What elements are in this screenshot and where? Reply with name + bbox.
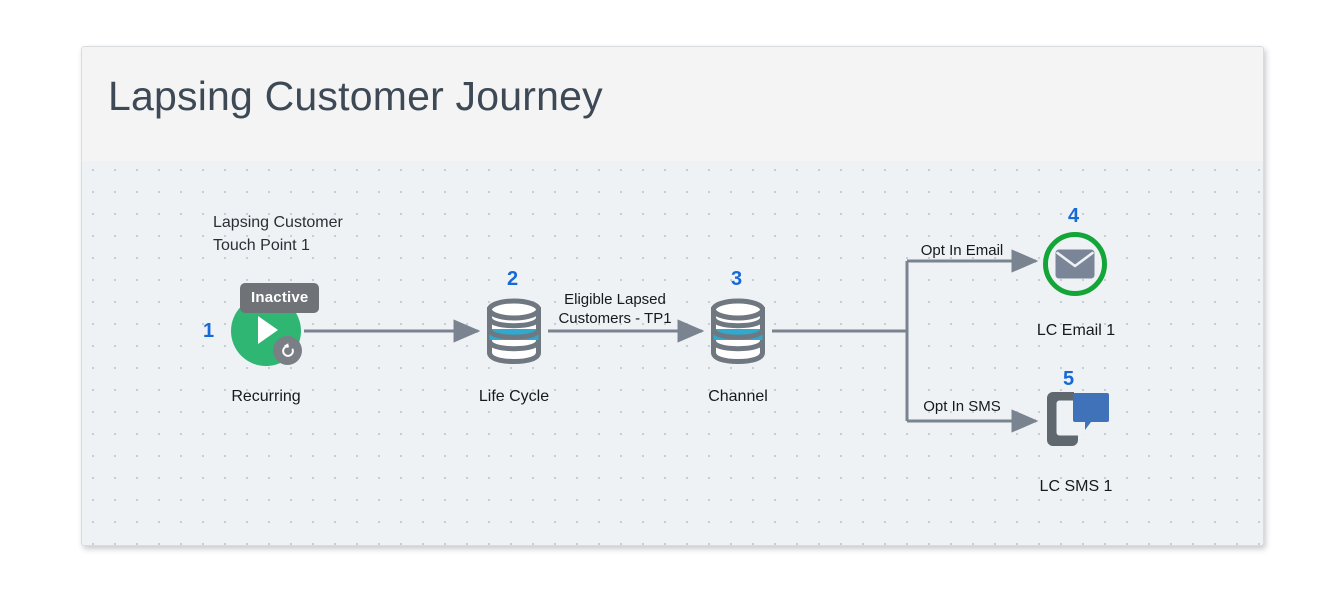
node-label-channel: Channel [708, 388, 768, 405]
node-label-lc-sms: LC SMS 1 [1039, 478, 1113, 495]
envelope-icon [1055, 249, 1095, 279]
node-lifecycle[interactable] [485, 298, 543, 365]
node-lc-sms[interactable] [1044, 388, 1112, 448]
play-triangle-icon [258, 316, 278, 344]
recurring-refresh-icon [273, 336, 302, 365]
node-number-3: 3 [731, 268, 743, 290]
node-channel[interactable] [709, 298, 767, 365]
node-number-1: 1 [203, 320, 215, 342]
touch-point-annotation: Lapsing Customer Touch Point 1 [213, 214, 343, 254]
node-number-5: 5 [1063, 368, 1075, 390]
node-label-lifecycle: Life Cycle [478, 388, 550, 405]
edge-label-opt-in-sms: Opt In SMS [923, 398, 1001, 415]
node-number-2: 2 [507, 268, 519, 290]
page-title: Lapsing Customer Journey [108, 73, 603, 119]
status-badge-inactive: Inactive [240, 283, 320, 313]
sms-phone-icon [1047, 392, 1109, 446]
edge-label-eligible-lapsed: Eligible Lapsed Customers - TP1 [558, 291, 672, 327]
database-icon [487, 298, 541, 365]
node-lc-email[interactable] [1043, 232, 1107, 296]
node-label-recurring: Recurring [231, 388, 301, 405]
edge-label-opt-in-email: Opt In Email [920, 242, 1004, 259]
speech-bubble-icon [1073, 393, 1109, 430]
node-number-4: 4 [1068, 205, 1080, 227]
node-label-lc-email: LC Email 1 [1036, 322, 1116, 339]
database-icon [711, 298, 765, 365]
card-header: Lapsing Customer Journey [82, 47, 1263, 162]
